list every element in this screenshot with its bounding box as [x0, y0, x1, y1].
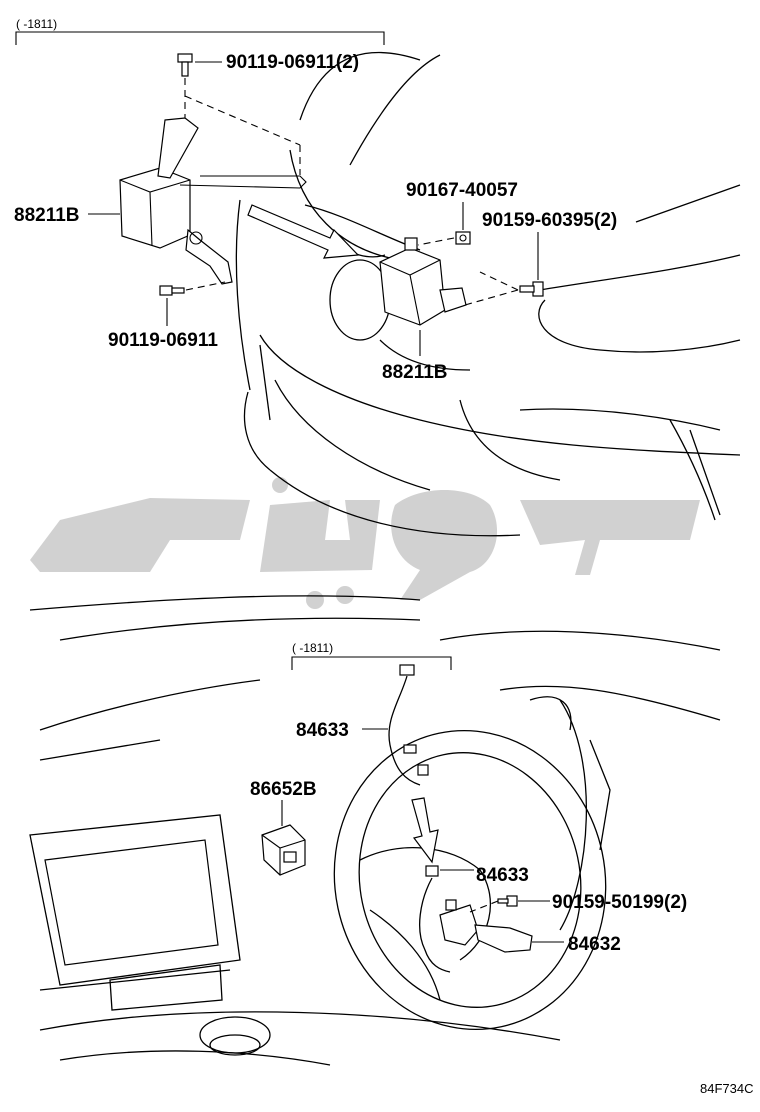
steering-wheel: [199, 729, 607, 1056]
bolt-right-dashed-guide: [464, 271, 519, 306]
relay-unit: [261, 824, 306, 876]
bolt-icon: [177, 53, 193, 77]
wire-harness-upper: [388, 664, 429, 786]
wire-harness-lower: [419, 865, 451, 973]
callout-bolt-top: 90119-06911(2): [226, 52, 359, 73]
sensor-assembly-mounted: [379, 237, 467, 326]
callout-nut-center: 90167-40057: [406, 180, 518, 201]
callout-sensor-left: 88211B: [14, 205, 80, 226]
bolt-bottom-dashed-guide: [185, 281, 226, 291]
callout-bolt-right: 90159-60395(2): [482, 210, 617, 231]
callout-wire-lower: 84633: [476, 865, 529, 886]
arrow-icon: [247, 204, 360, 259]
watermark-logo: [30, 477, 700, 609]
nut-dashed-guide: [417, 237, 455, 246]
range-bracket-top: ( -1811): [15, 17, 385, 45]
screw-icon: [497, 895, 518, 907]
sensor-assembly-left: [119, 117, 307, 285]
range-label-top: ( -1811): [16, 17, 57, 31]
nut-icon: [455, 231, 471, 245]
callout-relay: 86652B: [250, 779, 317, 800]
switch-assembly: [439, 899, 533, 953]
callout-screw: 90159-50199(2): [552, 892, 687, 913]
callout-switch: 84632: [568, 934, 621, 955]
callout-sensor-mounted: 88211B: [382, 362, 448, 383]
arrow-icon: [411, 797, 439, 864]
callout-bolt-bottom: 90119-06911: [108, 330, 218, 351]
interior-outline: [29, 595, 721, 1066]
diagram-code: 84F734C: [700, 1081, 753, 1096]
range-bracket-bottom: ( -1811): [291, 641, 452, 670]
range-label-bottom: ( -1811): [292, 641, 333, 655]
screw-dashed-guide: [469, 900, 499, 913]
bolt-icon: [519, 281, 544, 297]
bumper-outline-top: [235, 52, 741, 537]
bolt-icon: [159, 285, 185, 296]
callout-wire-upper: 84633: [296, 720, 349, 741]
bolt-top-dashed-guide: [184, 78, 301, 175]
